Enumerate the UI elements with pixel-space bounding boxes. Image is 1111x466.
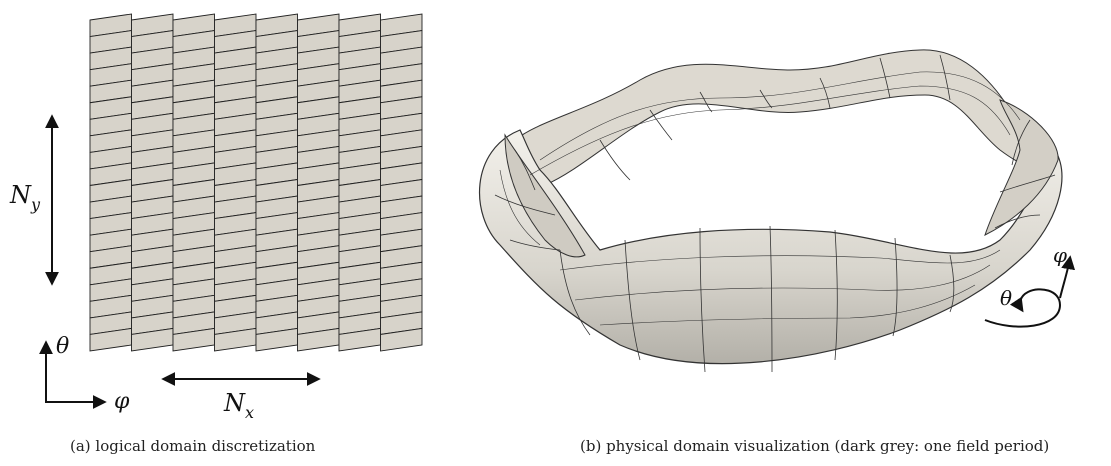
theta-rotation-label: θ bbox=[1000, 286, 1012, 310]
theta-rotation-arrow bbox=[984, 288, 1062, 328]
grid-column bbox=[131, 13, 174, 352]
logical-grid bbox=[89, 13, 423, 352]
grid-column bbox=[255, 13, 298, 352]
nx-label: Nx bbox=[223, 389, 254, 422]
physical-domain-torus bbox=[478, 49, 1063, 373]
grid-column bbox=[338, 13, 381, 352]
grid-column bbox=[172, 13, 215, 352]
caption-a: (a) logical domain discretization bbox=[70, 437, 316, 455]
grid-column bbox=[380, 13, 423, 352]
phi-axis-label: φ bbox=[114, 389, 130, 414]
grid-column bbox=[89, 13, 132, 352]
grid-column bbox=[297, 13, 340, 352]
grid-column bbox=[214, 13, 257, 352]
caption-b: (b) physical domain visualization (dark … bbox=[580, 437, 1050, 455]
phi-rotation-label: φ bbox=[1053, 243, 1067, 267]
grid-cell bbox=[380, 327, 423, 352]
theta-axis-label: θ bbox=[56, 334, 69, 359]
phi-rotation-arrow bbox=[1059, 255, 1076, 299]
ny-label: Ny bbox=[9, 181, 41, 214]
